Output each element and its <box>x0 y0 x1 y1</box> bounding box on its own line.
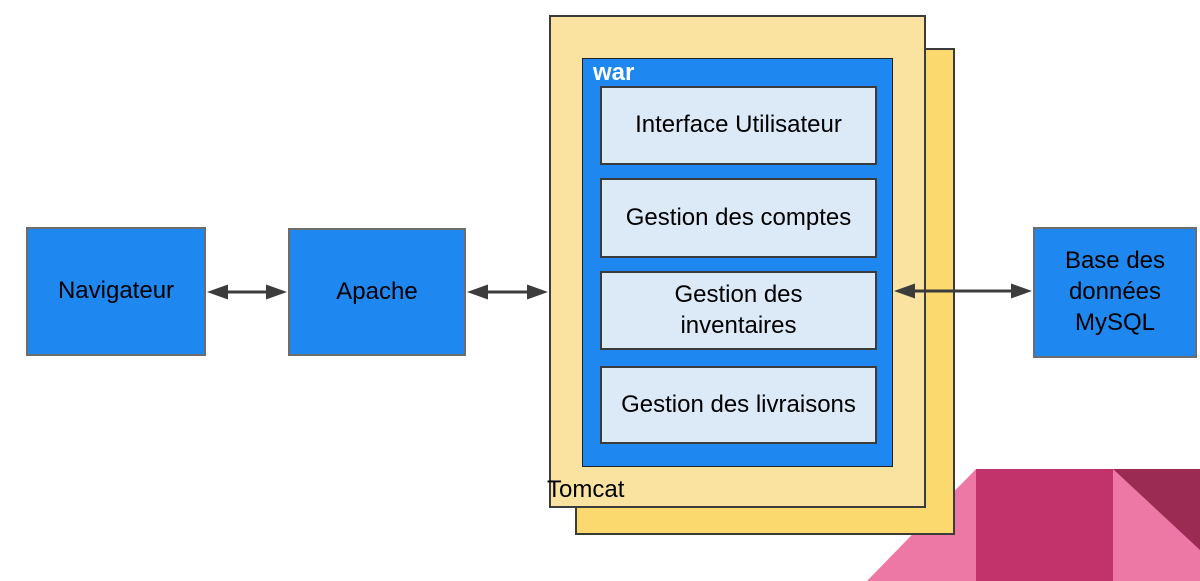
node-label: Navigateur <box>57 277 175 305</box>
module-label: Gestion des comptes <box>625 203 852 231</box>
node-label: Apache <box>336 277 418 305</box>
module-interface-utilisateur: Interface Utilisateur <box>600 86 877 165</box>
node-navigateur: Navigateur <box>26 227 206 356</box>
pink-maroon-triangle <box>1113 469 1200 550</box>
module-label: Gestion des inventaires <box>674 280 803 339</box>
module-gestion-comptes: Gestion des comptes <box>600 178 877 258</box>
node-apache: Apache <box>288 228 466 356</box>
war-label: war <box>593 59 635 86</box>
module-gestion-inventaires: Gestion des inventaires <box>600 271 877 350</box>
node-label: Base des données MySQL <box>1064 247 1166 336</box>
module-label: Gestion des livraisons <box>621 390 856 418</box>
node-mysql-database: Base des données MySQL <box>1033 227 1197 358</box>
tomcat-label: Tomcat <box>547 476 625 503</box>
module-gestion-livraisons: Gestion des livraisons <box>600 366 877 444</box>
war-container: war Interface Utilisateur Gestion des co… <box>582 58 893 467</box>
pink-dark-band <box>976 469 1113 581</box>
module-label: Interface Utilisateur <box>635 111 842 139</box>
